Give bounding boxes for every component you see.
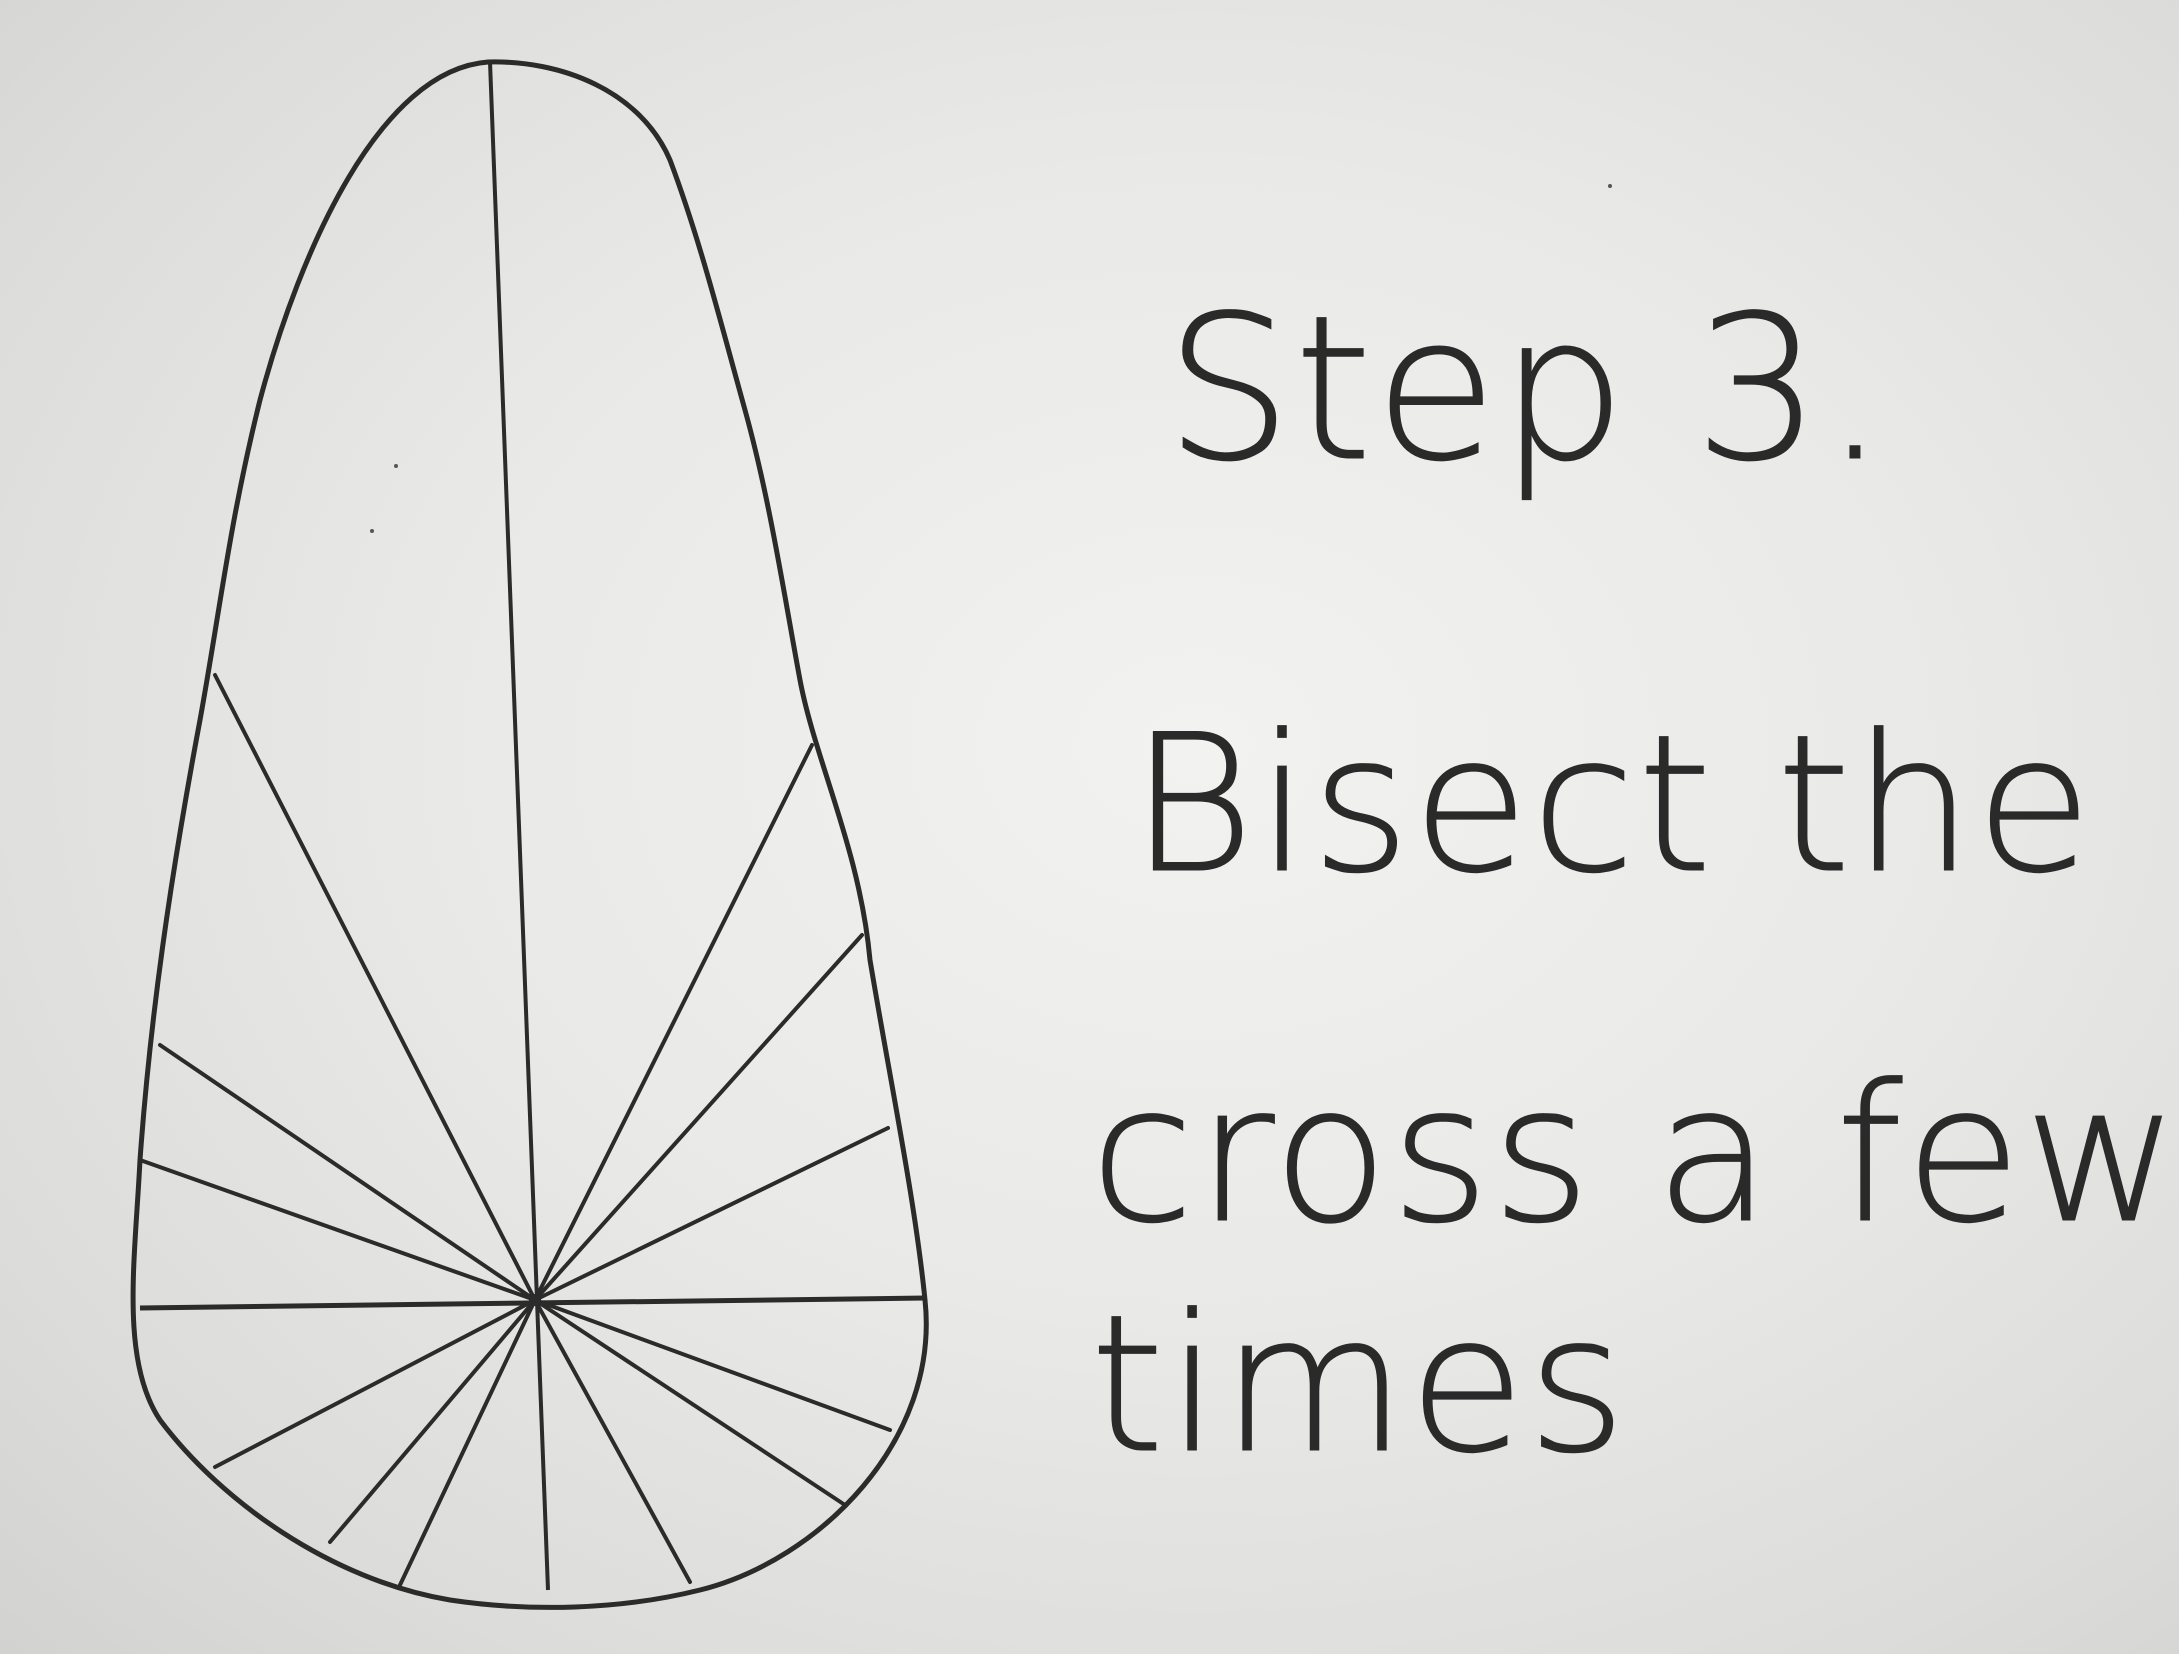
- board-mark: [394, 464, 398, 468]
- spoke-line: [213, 1298, 537, 1469]
- spoke-line: [398, 1298, 537, 1587]
- instruction-line-1: Bisect the: [1129, 694, 2095, 915]
- spoke-line: [533, 1298, 692, 1584]
- spoke-line: [533, 1298, 847, 1507]
- spoke-line: [533, 1298, 892, 1432]
- step-title: Step 3.: [1165, 273, 1889, 506]
- instruction-line-3: times: [1090, 1274, 1629, 1495]
- spoke-line: [158, 1043, 537, 1302]
- spoke-line: [328, 1298, 537, 1544]
- egg-outline: [130, 59, 929, 1610]
- spoke-line: [533, 933, 864, 1302]
- spoke-line: [533, 743, 814, 1302]
- vertical-axis-line: [488, 61, 550, 1591]
- instruction-line-2: cross a few: [1089, 1044, 2179, 1265]
- spoke-line: [138, 1158, 537, 1302]
- spoke-line: [213, 673, 537, 1302]
- board-mark: [370, 529, 374, 533]
- spoke-line: [533, 1126, 890, 1302]
- bisector-spokes: [138, 673, 892, 1587]
- center-point: [529, 1294, 541, 1306]
- board-mark: [1608, 184, 1612, 188]
